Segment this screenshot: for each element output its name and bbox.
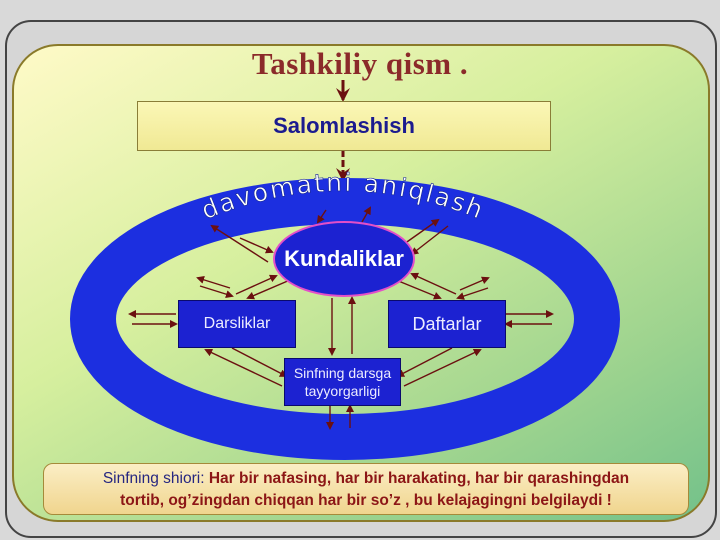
bottom-node-line2: tayyorgarligi xyxy=(304,383,381,399)
motto-box: Sinfning shiori: Har bir nafasing, har b… xyxy=(43,463,689,515)
attendance-ring xyxy=(70,178,620,460)
motto-label: Sinfning shiori: xyxy=(102,470,209,487)
greeting-box: Salomlashish xyxy=(137,101,551,151)
left-node: Darsliklar xyxy=(178,300,296,348)
motto-text-line1: Har bir nafasing, har bir harakating, ha… xyxy=(208,470,630,487)
left-node-label: Darsliklar xyxy=(203,315,271,332)
motto-text-line2: tortib, og’zingdan chiqqan har bir so’z … xyxy=(120,492,612,509)
right-node: Daftarlar xyxy=(388,300,506,348)
bottom-node: Sinfning darsga tayyorgarligi xyxy=(284,358,401,406)
center-node: Kundaliklar xyxy=(273,221,415,297)
right-node-label: Daftarlar xyxy=(412,313,482,334)
bottom-node-line1: Sinfning darsga xyxy=(293,365,392,381)
center-node-label: Kundaliklar xyxy=(284,246,404,271)
greeting-label: Salomlashish xyxy=(273,113,415,138)
slide-title: Tashkiliy qism . xyxy=(251,46,469,81)
